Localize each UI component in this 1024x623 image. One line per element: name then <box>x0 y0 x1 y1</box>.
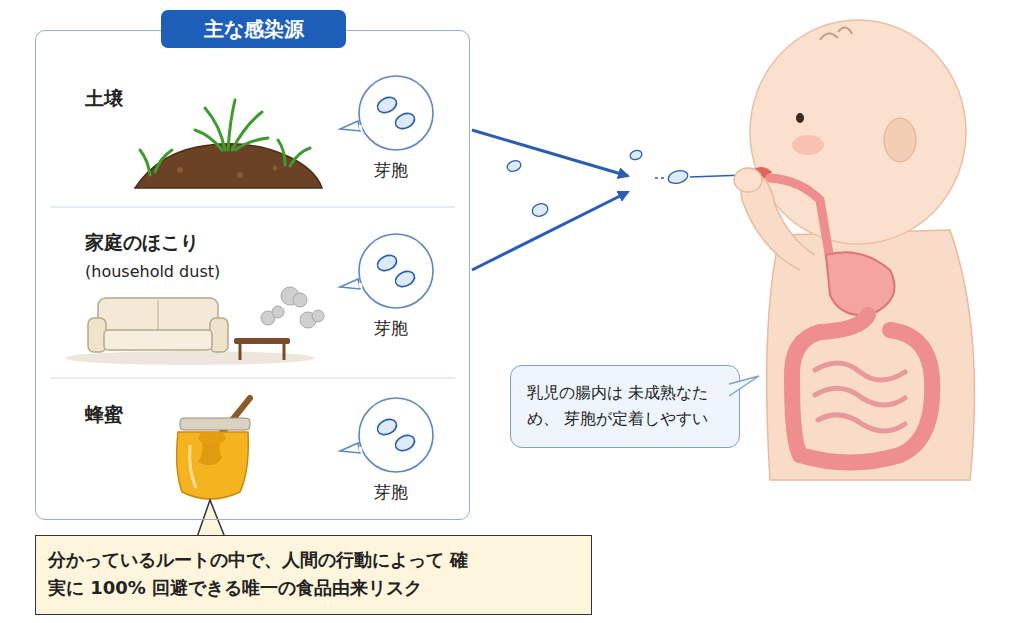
spore-label: 芽胞 <box>336 481 446 504</box>
note-box: 分かっているルートの中で、人間の行動によって 確実に 100% 回避できる唯一の… <box>35 535 592 615</box>
panel-title: 主な感染源 <box>161 10 346 48</box>
callout-tail <box>729 370 769 400</box>
row-label: (household dust) <box>85 262 220 281</box>
row-label: 蜂蜜 <box>85 402 123 428</box>
callout-bubble: 乳児の腸内は 未成熟なため、 芽胞が定着しやすい <box>510 365 740 448</box>
arrow <box>472 130 628 176</box>
soil-illustration <box>135 100 322 188</box>
spore-bubble: 芽胞 <box>336 393 446 523</box>
spore-bubble: 芽胞 <box>336 71 446 201</box>
bubble-circle <box>336 71 446 157</box>
spore-label: 芽胞 <box>336 317 446 340</box>
note-text: 乳児の腸内は 未成熟なため、 芽胞が定着しやすい <box>527 380 723 433</box>
floating-spores <box>506 149 745 219</box>
spore-label: 芽胞 <box>336 159 446 182</box>
sofa-illustration <box>65 287 324 365</box>
row-label: 土壌 <box>85 86 123 112</box>
bubble-circle <box>336 393 446 479</box>
callout-pointer <box>196 500 226 540</box>
spore-bubble: 芽胞 <box>336 229 446 359</box>
bubble-circle <box>336 229 446 315</box>
baby-illustration <box>734 20 975 480</box>
note-text: 分かっているルートの中で、人間の行動によって 確実に 100% 回避できる唯一の… <box>48 546 478 602</box>
honey-jar <box>177 398 250 499</box>
row-label: 家庭のほこり <box>85 230 199 256</box>
arrow <box>472 192 628 270</box>
divider <box>50 377 455 379</box>
divider <box>50 206 455 208</box>
